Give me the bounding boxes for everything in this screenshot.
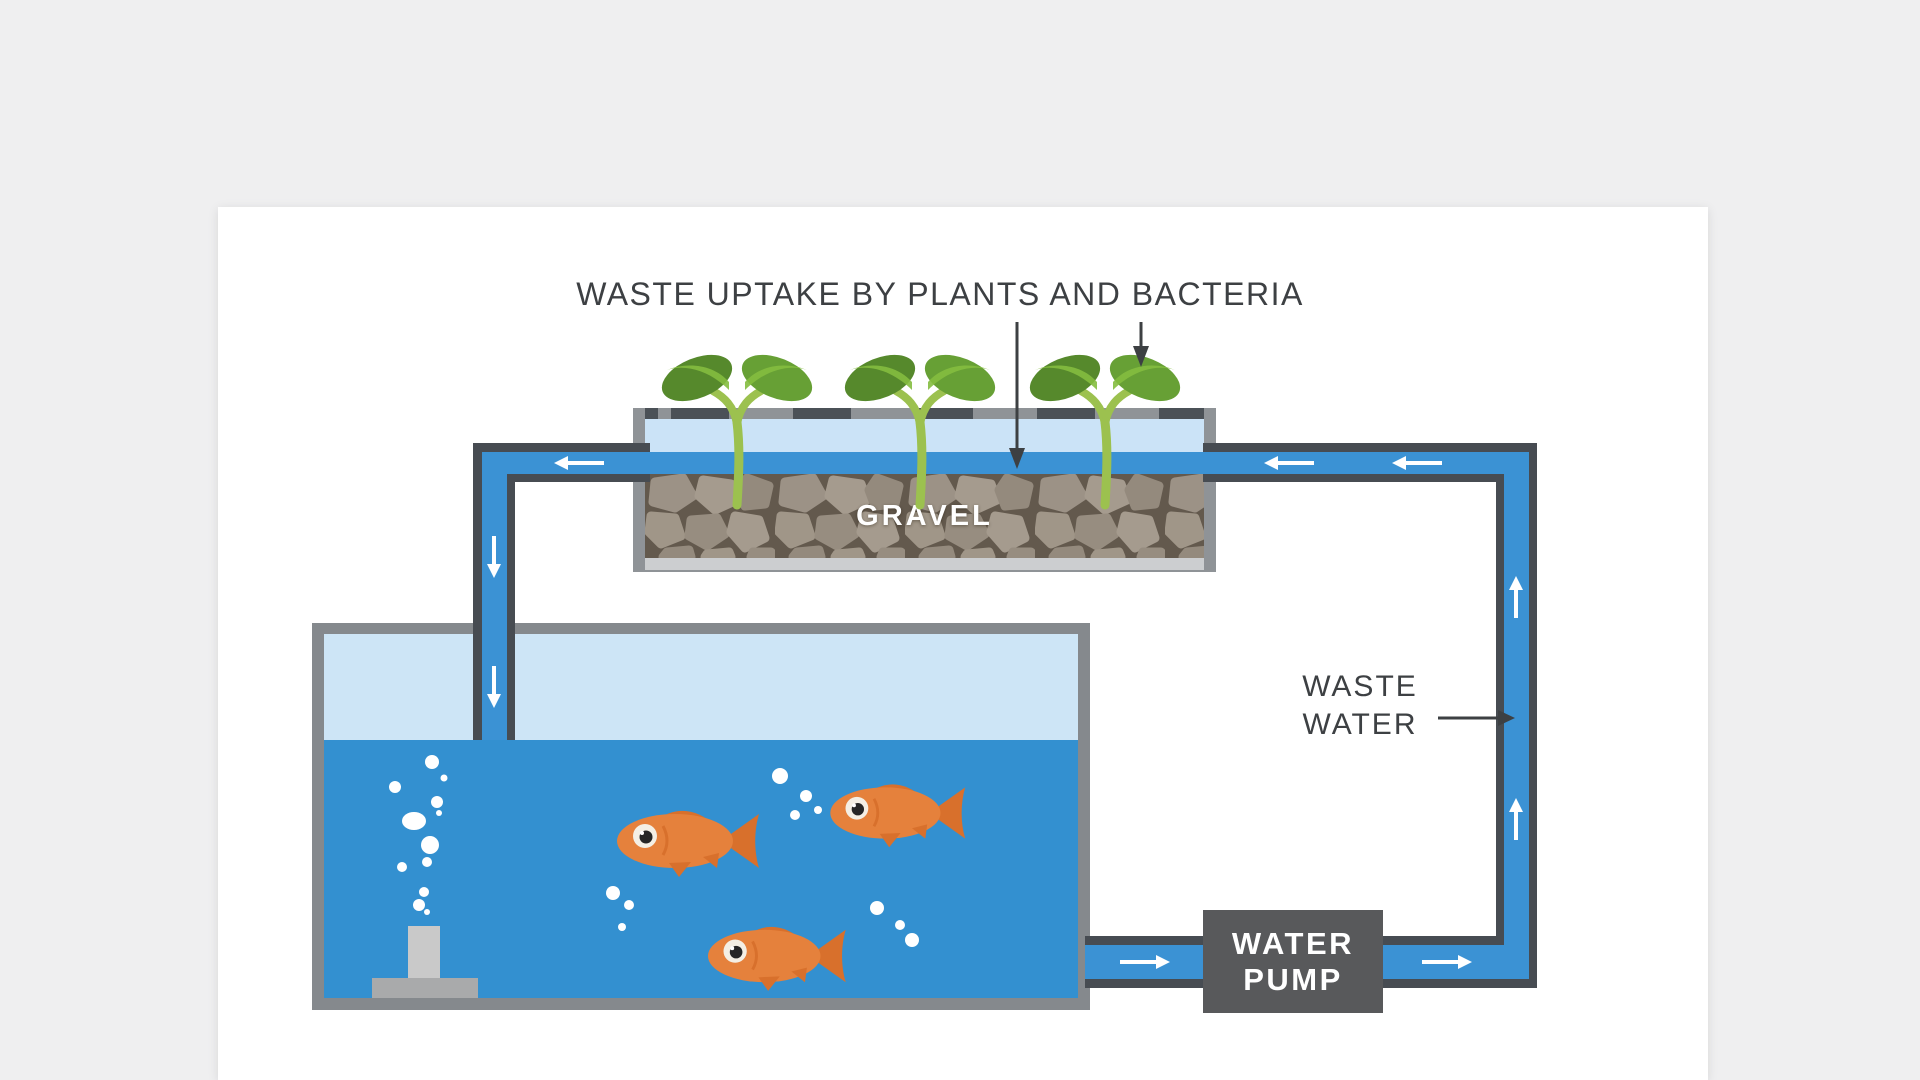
air-stone-base bbox=[372, 978, 478, 998]
flow-arrow-right-1 bbox=[1120, 955, 1170, 969]
pipe-left-inner-border-v bbox=[507, 474, 515, 740]
flow-arrow-down-2 bbox=[487, 666, 501, 708]
pipe-left-inner-border-h bbox=[507, 474, 650, 482]
grow-bed-bottom-edge bbox=[645, 558, 1204, 570]
flow-arrow-up-1 bbox=[1509, 576, 1523, 618]
pipe-right-inner-border-h bbox=[1203, 474, 1496, 482]
flow-arrow-up-2 bbox=[1509, 798, 1523, 840]
waste-uptake-arrow-long bbox=[1009, 322, 1025, 469]
waste-water-pointer-arrow bbox=[1438, 710, 1515, 726]
waste-water-label: WASTE WATER bbox=[1290, 668, 1430, 744]
water-pump-label-line1: WATER bbox=[1231, 925, 1355, 961]
plant-1 bbox=[655, 352, 819, 505]
pipe-outlet-bottom-border bbox=[1085, 979, 1203, 988]
waste-water-label-line1: WASTE bbox=[1302, 670, 1418, 703]
pipe-left-top-border bbox=[473, 443, 650, 452]
pipe-left-outer-border bbox=[473, 443, 482, 740]
fish-tank-water bbox=[324, 740, 1078, 998]
pipe-pump-out-bottom-border bbox=[1383, 979, 1537, 988]
water-pump-label-line2: PUMP bbox=[1243, 961, 1343, 997]
diagram-title: WASTE UPTAKE BY PLANTS AND BACTERIA bbox=[576, 276, 1304, 312]
flow-arrow-left-1 bbox=[554, 456, 604, 470]
plant-3 bbox=[1023, 352, 1187, 505]
water-pump-box: WATER PUMP bbox=[1203, 910, 1383, 1013]
fish-3 bbox=[706, 925, 848, 993]
waste-uptake-arrow-short bbox=[1133, 322, 1149, 367]
flow-arrow-down-1 bbox=[487, 536, 501, 578]
air-bubbles bbox=[389, 755, 448, 915]
pipe-right-outer-border bbox=[1529, 452, 1537, 988]
tank-bubbles bbox=[606, 768, 919, 947]
pipe-right-inner-border-v bbox=[1496, 474, 1504, 945]
plants bbox=[640, 352, 1200, 520]
fish-2 bbox=[828, 782, 967, 849]
pipe-outlet-top-border bbox=[1085, 936, 1203, 945]
flow-arrow-left-3 bbox=[1392, 456, 1442, 470]
fish-1 bbox=[615, 809, 761, 879]
air-stone-stem bbox=[408, 926, 440, 978]
flow-arrow-left-2 bbox=[1264, 456, 1314, 470]
flow-arrow-right-2 bbox=[1422, 955, 1472, 969]
pipe-right-horizontal bbox=[1203, 452, 1504, 474]
pipe-pump-out-top-border bbox=[1383, 936, 1504, 945]
fish-tank-surface-gap bbox=[324, 634, 1078, 740]
waste-water-label-line2: WATER bbox=[1302, 708, 1418, 741]
plant-2 bbox=[838, 352, 1002, 505]
pipe-right-top-border bbox=[1203, 443, 1537, 452]
fish-and-bubbles bbox=[389, 755, 967, 993]
